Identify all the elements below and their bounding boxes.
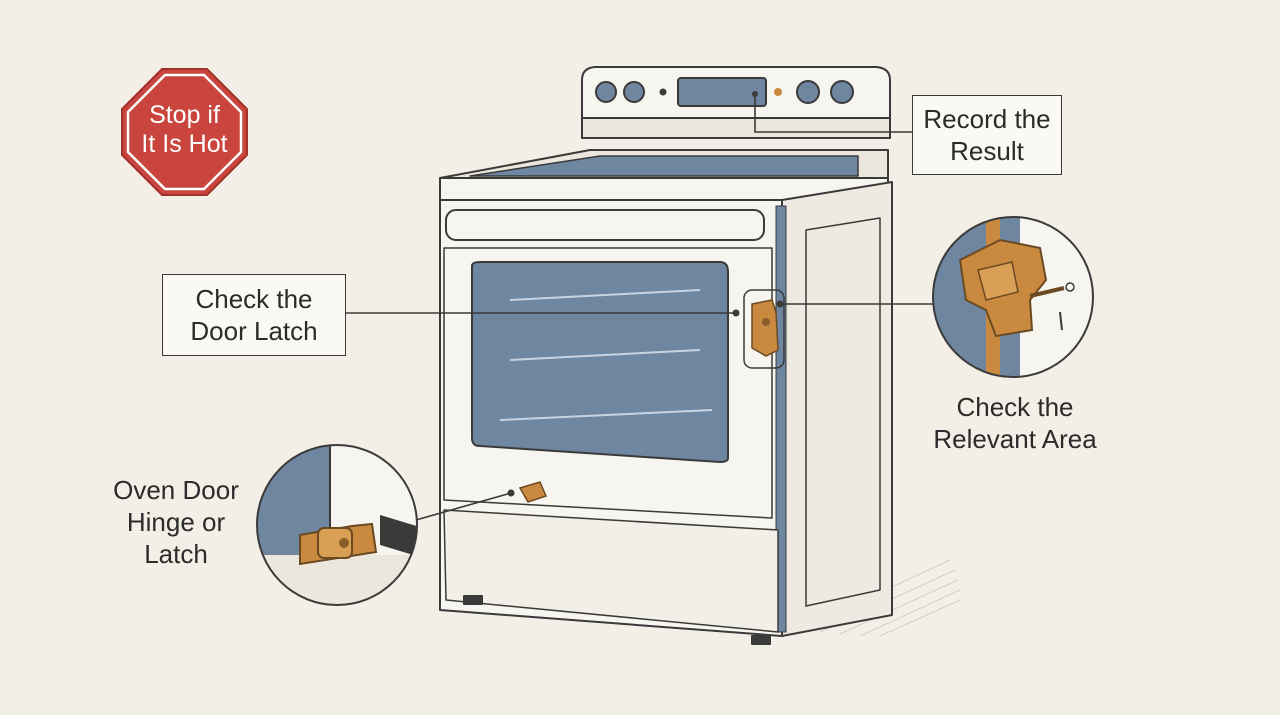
door-latch-icon (743, 289, 785, 369)
door-latch-line2: Door Latch (190, 316, 318, 346)
relevant-area-label: Check the Relevant Area (915, 391, 1115, 455)
door-latch-label: Check the Door Latch (162, 274, 346, 356)
relevant-area-line1: Check the (956, 392, 1074, 422)
hinge-latch-line3: Latch (144, 539, 208, 569)
hinge-latch-line1: Oven Door (113, 475, 239, 505)
hinge-latch-line2: Hinge or (126, 507, 226, 537)
door-latch-line1: Check the (195, 284, 313, 314)
record-result-line1: Record the (923, 104, 1051, 134)
hinge-magnifier (257, 445, 417, 605)
stop-sign-text: Stop if It Is Hot (122, 101, 247, 159)
record-result-label: Record the Result (912, 95, 1062, 175)
relevant-area-line2: Relevant Area (933, 424, 1097, 454)
control-knobs (595, 77, 854, 107)
stop-sign-line1: Stop if (149, 101, 220, 129)
callout-lines (346, 94, 934, 521)
record-result-line2: Result (950, 136, 1024, 166)
hinge-latch-label: Oven Door Hinge or Latch (92, 474, 260, 570)
oven-range (439, 66, 893, 645)
stop-sign-icon (121, 68, 248, 196)
stop-sign-line2: It Is Hot (141, 130, 228, 158)
hinge-icon (507, 481, 548, 503)
